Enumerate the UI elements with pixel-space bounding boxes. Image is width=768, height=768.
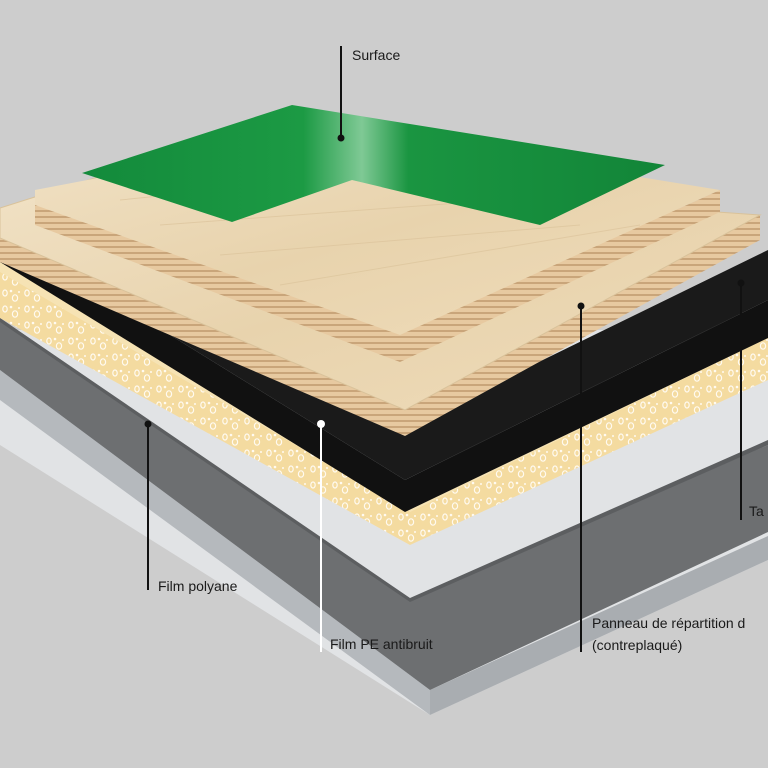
- label-tapis: Ta: [749, 503, 764, 519]
- rubber-layer: [0, 222, 768, 512]
- label-film-polyane: Film polyane: [158, 578, 238, 594]
- label-film-pe-antibruit: Film PE antibruit: [330, 636, 433, 652]
- label-surface: Surface: [352, 47, 401, 63]
- film-polyane-layer: [0, 318, 768, 690]
- leader-lines: [144, 46, 745, 652]
- label-panneau-line1: Panneau de répartition d: [592, 615, 746, 631]
- surface-layer: [82, 105, 665, 225]
- label-panneau-line2: (contreplaqué): [592, 637, 683, 653]
